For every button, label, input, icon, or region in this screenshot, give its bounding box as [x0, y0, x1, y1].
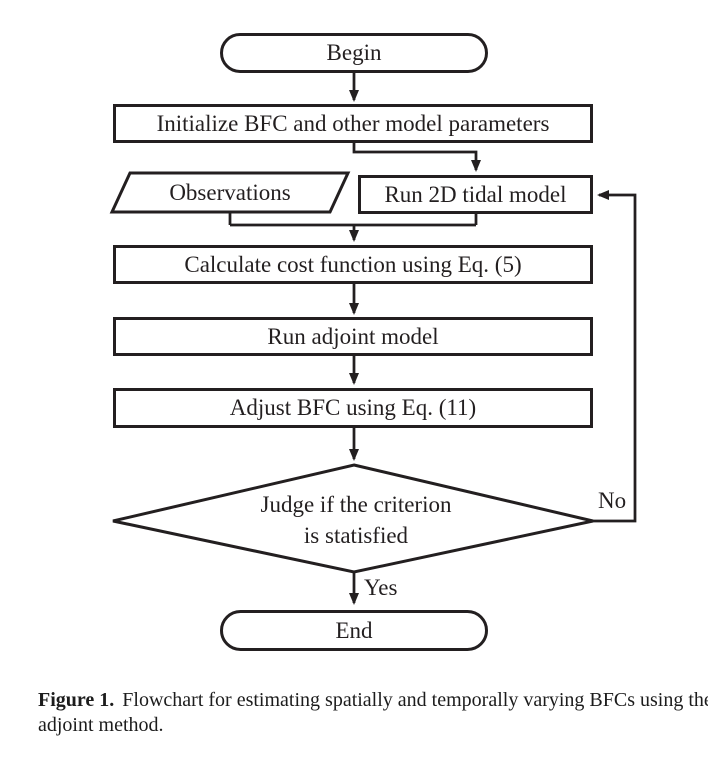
- no-label: No: [598, 488, 627, 513]
- initialize-node: Initialize BFC and other model parameter…: [113, 104, 593, 143]
- judge-decision-node: Judge if the criterion is statisfied: [156, 489, 556, 551]
- adjust-bfc-label: Adjust BFC using Eq. (11): [229, 395, 477, 421]
- yes-label: Yes: [364, 575, 398, 600]
- run-tidal-model-label: Run 2D tidal model: [384, 181, 567, 207]
- observations-label: Observations: [169, 179, 291, 205]
- adjust-bfc-node: Adjust BFC using Eq. (11): [113, 388, 593, 428]
- initialize-to-run-tidal-arrow: [352, 142, 481, 172]
- judge-label-line2: is statisfied: [303, 523, 409, 548]
- no-feedback-arrow: [593, 190, 637, 523]
- caption-label: Figure 1.: [38, 689, 115, 711]
- observations-parallelogram: [109, 171, 351, 214]
- end-label: End: [335, 617, 373, 643]
- flowchart-lines-layer: [109, 72, 637, 605]
- judge-diamond: [112, 463, 594, 574]
- run-adjoint-label: Run adjoint model: [267, 323, 439, 349]
- caption-text: Flowchart for estimating spatially and t…: [38, 689, 708, 736]
- begin-node: Begin: [220, 33, 488, 73]
- cost-function-node: Calculate cost function using Eq. (5): [113, 245, 593, 284]
- run-tidal-model-node: Run 2D tidal model: [358, 175, 593, 214]
- cost-function-label: Calculate cost function using Eq. (5): [184, 251, 522, 277]
- end-node: End: [220, 610, 488, 651]
- figure-caption: Figure 1.Flowchart for estimating spatia…: [38, 688, 708, 738]
- judge-label-line1: Judge if the criterion: [260, 492, 452, 517]
- begin-label: Begin: [326, 40, 382, 66]
- observations-node: Observations: [112, 173, 348, 212]
- run-adjoint-node: Run adjoint model: [113, 317, 593, 356]
- initialize-label: Initialize BFC and other model parameter…: [156, 110, 550, 136]
